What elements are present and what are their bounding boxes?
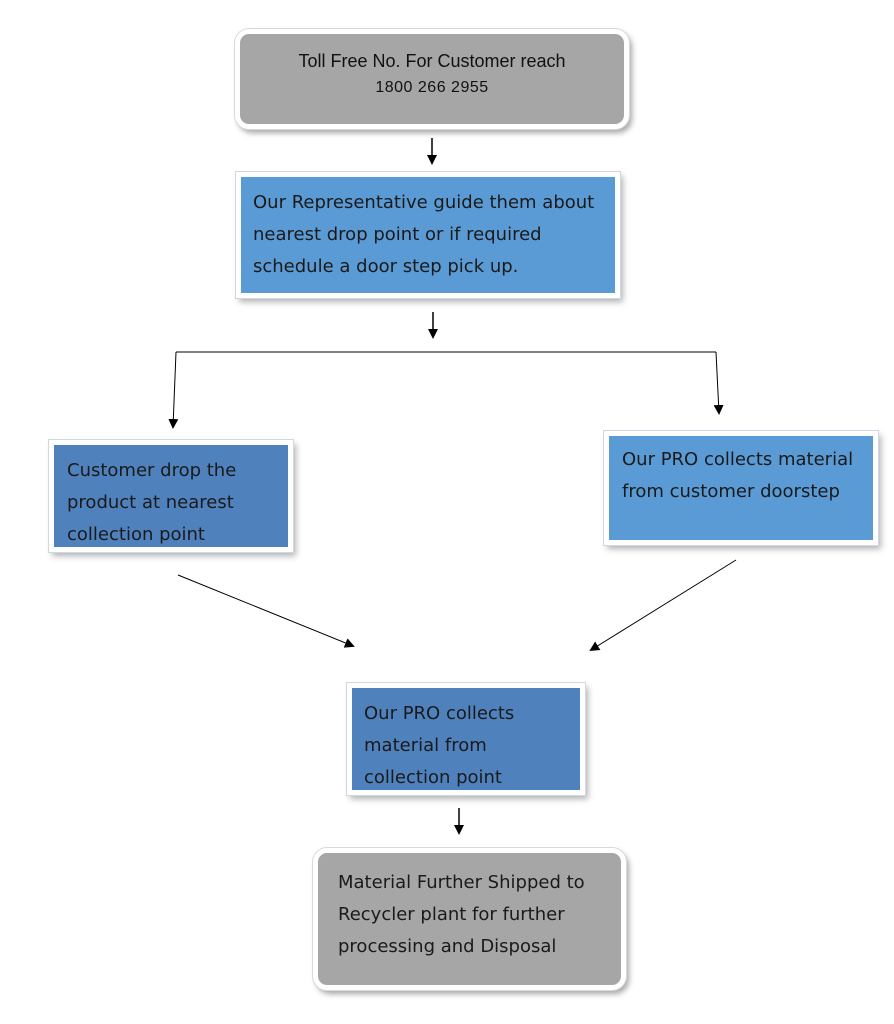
customer-drop-line-2: product at nearest bbox=[67, 492, 234, 513]
shipped-line-2: Recycler plant for further bbox=[338, 904, 565, 925]
node-representative: Our Representative guide them about near… bbox=[236, 172, 620, 298]
node-shipped: Material Further Shipped to Recycler pla… bbox=[313, 848, 626, 990]
customer-drop-line-3: collection point bbox=[67, 524, 205, 545]
arrow-pro-doorstep-to-pro-collection bbox=[589, 559, 737, 652]
node-pro-collection: Our PRO collects material from collectio… bbox=[347, 683, 585, 795]
arrow-customer-drop-to-pro-collection bbox=[177, 574, 355, 648]
pro-collection-line-2: material from bbox=[364, 735, 487, 756]
customer-drop-line-1: Customer drop the bbox=[67, 460, 237, 481]
pro-doorstep-line-1: Our PRO collects material bbox=[622, 449, 854, 470]
node-customer-drop: Customer drop the product at nearest col… bbox=[49, 440, 293, 552]
shipped-line-3: processing and Disposal bbox=[338, 936, 557, 957]
representative-line-1: Our Representative guide them about bbox=[253, 192, 595, 213]
pro-collection-line-1: Our PRO collects bbox=[364, 703, 515, 724]
shipped-line-1: Material Further Shipped to bbox=[338, 872, 585, 893]
pro-doorstep-line-2: from customer doorstep bbox=[622, 481, 840, 502]
node-toll-free: Toll Free No. For Customer reach 1800 26… bbox=[235, 29, 629, 129]
toll-free-label: Toll Free No. For Customer reach bbox=[298, 51, 566, 71]
pro-collection-line-3: collection point bbox=[364, 767, 502, 788]
representative-line-3: schedule a door step pick up. bbox=[253, 256, 519, 277]
representative-line-2: nearest drop point or if required bbox=[253, 224, 542, 245]
arrow-split-to-pro-doorstep bbox=[713, 351, 724, 415]
arrow-split-to-customer-drop bbox=[168, 351, 179, 429]
node-pro-doorstep: Our PRO collects material from customer … bbox=[604, 431, 878, 545]
toll-free-number: 1800 266 2955 bbox=[375, 79, 489, 96]
